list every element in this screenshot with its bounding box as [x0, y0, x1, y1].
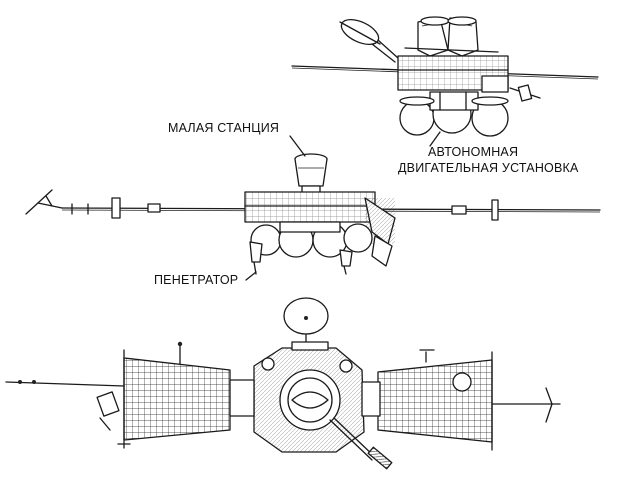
svg-text:ПЕНЕТРАТОР: ПЕНЕТРАТОР: [154, 273, 238, 287]
dish-antenna-bottom: [283, 297, 329, 349]
propulsion-tanks-middle: [250, 221, 373, 258]
penetrator: [249, 241, 353, 275]
instrument-boom: [329, 417, 393, 470]
svg-text:ДВИГАТЕЛЬНАЯ УСТАНОВКА: ДВИГАТЕЛЬНАЯ УСТАНОВКА: [398, 161, 579, 175]
middle-view: [25, 153, 601, 275]
svg-text:АВТОНОМНАЯ: АВТОНОМНАЯ: [428, 145, 518, 159]
small-station: [294, 153, 328, 195]
svg-text:МАЛАЯ СТАНЦИЯ: МАЛАЯ СТАНЦИЯ: [168, 121, 279, 135]
propulsion-tanks-top: [399, 91, 509, 137]
label-penetrator: ПЕНЕТРАТОР: [154, 271, 257, 287]
top-body: [397, 47, 541, 102]
top-view: [291, 16, 599, 137]
bottom-view: [5, 297, 561, 470]
label-autonomous-propulsion: АВТОНОМНАЯ ДВИГАТЕЛЬНАЯ УСТАНОВКА: [398, 131, 579, 175]
left-antenna: [25, 189, 63, 215]
label-small-station: МАЛАЯ СТАНЦИЯ: [168, 121, 306, 157]
dish-antenna-top: [339, 18, 399, 63]
left-solar-panel: [117, 349, 231, 449]
twin-cones: [417, 16, 479, 57]
middle-body: [244, 191, 396, 267]
right-solar-panel: [377, 351, 493, 451]
bottom-body: [229, 341, 381, 453]
